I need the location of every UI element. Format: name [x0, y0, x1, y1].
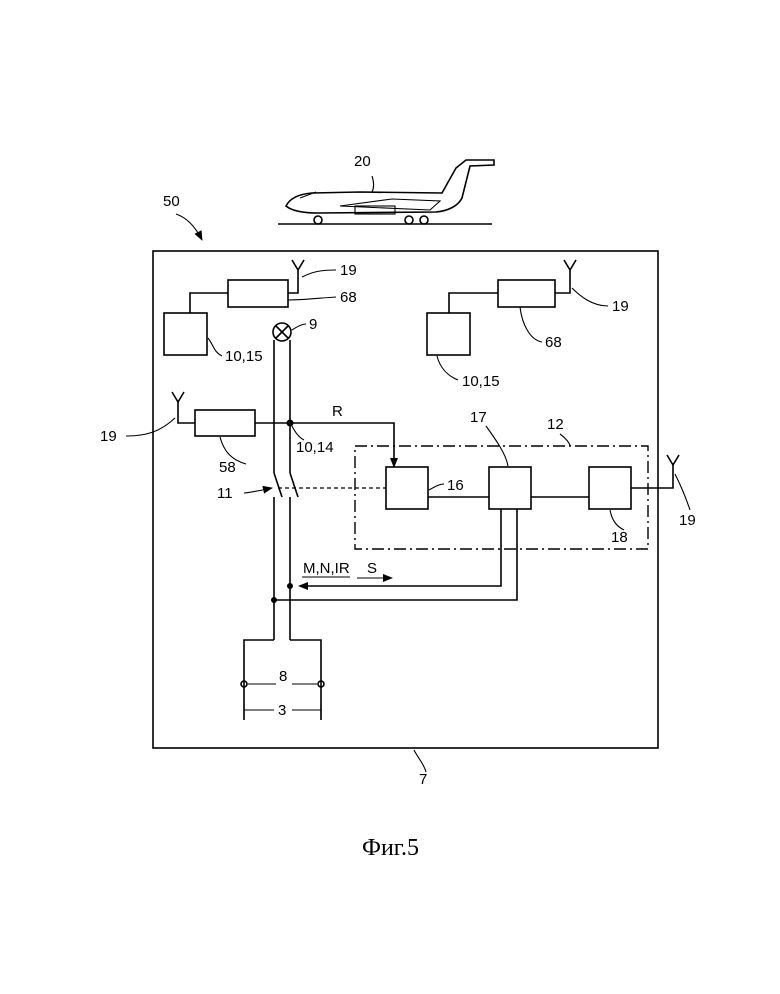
label-68-tr: 68	[545, 334, 562, 351]
airplane-fuselage	[286, 160, 494, 213]
switch-11: 11	[217, 473, 386, 502]
wire-tr-1	[449, 293, 498, 313]
label-68-tl: 68	[340, 289, 357, 306]
leader-16	[429, 484, 444, 490]
leader-19-right	[675, 474, 690, 510]
leader-19-tl	[302, 270, 336, 277]
block-18	[589, 467, 631, 509]
label-9: 9	[309, 316, 317, 333]
unit-58	[195, 410, 255, 436]
leader-68-tl	[288, 297, 336, 300]
label-58: 58	[219, 459, 236, 476]
label-10-14: 10,14	[296, 439, 334, 456]
wheel-front	[314, 216, 322, 224]
box-10-15-right	[427, 313, 470, 355]
junction-right	[287, 583, 293, 589]
top-right-unit: 19 68 10,15	[427, 260, 629, 390]
leader-10-14	[292, 426, 304, 440]
arrow-mnir	[298, 582, 308, 590]
label-3: 3	[278, 702, 286, 719]
label-19-tr: 19	[612, 298, 629, 315]
antenna-icon	[292, 260, 304, 270]
wire-tr-antenna	[555, 268, 570, 293]
wire-tl-1	[190, 293, 228, 313]
antenna-icon	[564, 260, 576, 270]
leader-12	[560, 434, 570, 446]
leader-68-tr	[520, 307, 542, 342]
block-16	[386, 467, 428, 509]
leader-19-tr	[572, 288, 608, 306]
leader-11	[244, 488, 272, 493]
switch-blade-right	[290, 473, 298, 497]
label-17: 17	[470, 409, 487, 426]
leader-19-left	[126, 418, 175, 436]
wire-18-antenna	[631, 463, 673, 488]
wire-bottom-right	[290, 640, 321, 720]
label-mnir: M,N,IR	[303, 560, 350, 577]
label-20: 20	[354, 153, 371, 170]
left-unit-58: 19 58	[100, 392, 290, 476]
box-10-15-left	[164, 313, 207, 355]
label-10-15-tr: 10,15	[462, 373, 500, 390]
wire-tl-antenna	[288, 268, 298, 293]
junction-left	[271, 597, 277, 603]
top-left-unit: 19 68 10,15	[164, 260, 357, 365]
terminals: 8 3	[241, 640, 324, 720]
leader-7	[414, 750, 426, 772]
figure-caption: Фиг.5	[362, 835, 419, 861]
wheel-main-2	[420, 216, 428, 224]
wheel-main-1	[405, 216, 413, 224]
label-r: R	[332, 403, 343, 420]
label-19-tl: 19	[340, 262, 357, 279]
switch-blade-left	[274, 473, 282, 497]
unit-68-right	[498, 280, 555, 307]
leader-10-15-tl	[208, 338, 222, 356]
airplane-drawing: 20	[278, 153, 494, 224]
antenna-icon	[172, 392, 184, 402]
antenna-icon	[667, 455, 679, 465]
label-16: 16	[447, 477, 464, 494]
label-18: 18	[611, 529, 628, 546]
label-50: 50	[163, 193, 180, 210]
unit-68-left	[228, 280, 288, 307]
lamp: 9	[273, 316, 317, 341]
leader-9	[292, 324, 306, 330]
label-8: 8	[279, 668, 287, 685]
wire-bottom-left	[244, 640, 274, 720]
leader-10-15-tr	[437, 356, 458, 380]
arrow-50	[176, 214, 202, 240]
leader-20	[372, 176, 374, 192]
label-12: 12	[547, 416, 564, 433]
label-11: 11	[217, 485, 233, 502]
leader-18	[610, 510, 624, 530]
wire-left-antenna	[178, 402, 195, 423]
label-19-right: 19	[679, 512, 696, 529]
label-19-left: 19	[100, 428, 117, 445]
label-7: 7	[419, 771, 427, 788]
label-s: S	[367, 560, 377, 577]
block-17	[489, 467, 531, 509]
label-10-15-tl: 10,15	[225, 348, 263, 365]
